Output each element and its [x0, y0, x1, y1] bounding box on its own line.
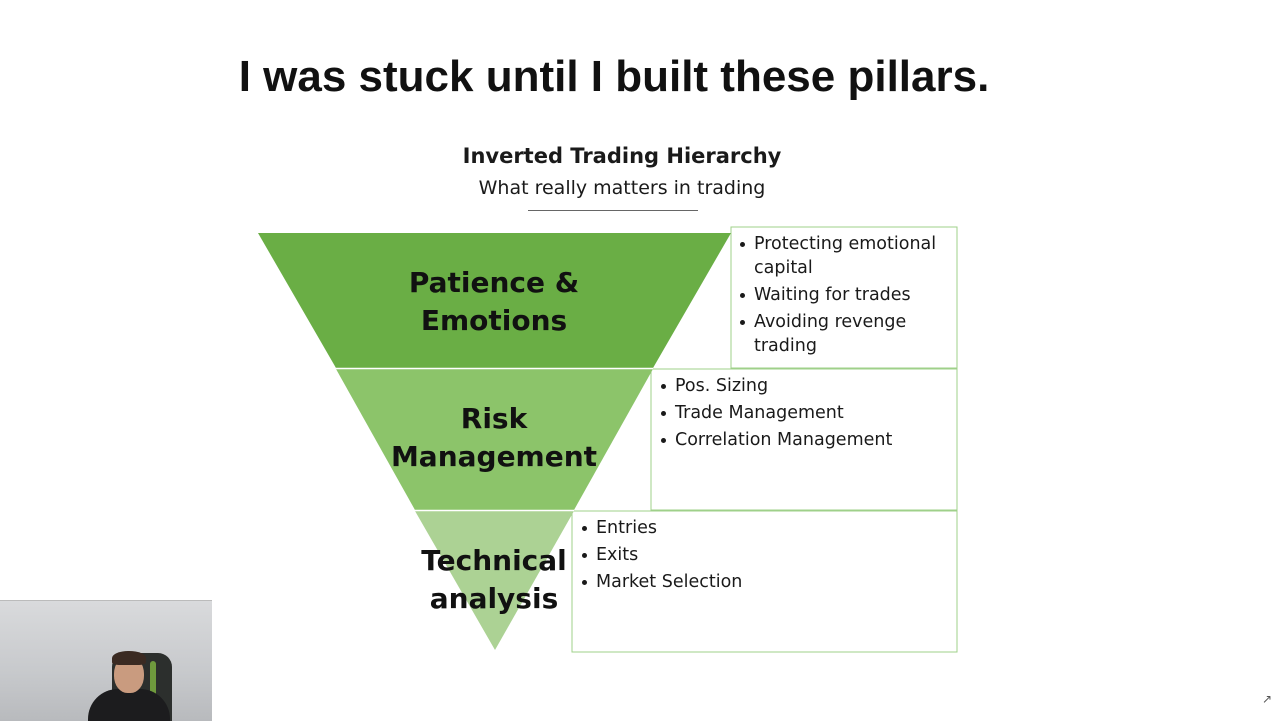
- tier-3-description-box: [571, 510, 958, 653]
- list-item: Exits: [580, 543, 940, 567]
- slide-title: I was stuck until I built these pillars.: [238, 52, 990, 101]
- tier-3-pyramid-band: [415, 511, 574, 650]
- tier-1-label: Patience & Emotions: [374, 264, 614, 340]
- tier-2-label-line-1: Risk: [460, 402, 528, 435]
- presenter-hair: [112, 651, 146, 665]
- tier-2-description-box: [650, 368, 958, 511]
- presenter-body: [88, 689, 170, 721]
- tier-2-label-line-2: Management: [390, 440, 598, 473]
- tier-1-description-box: [730, 226, 958, 369]
- list-item: Market Selection: [580, 570, 940, 594]
- tier-1-pyramid-band: [258, 233, 731, 368]
- list-item: Avoiding revenge trading: [738, 310, 924, 358]
- tier-3-label-line-1: Technical: [421, 544, 567, 577]
- tier-3-bullet-list: Entries Exits Market Selection: [580, 516, 940, 597]
- tier-3-label: Technical analysis: [374, 542, 614, 618]
- diagram-subtitle: What really matters in trading: [478, 177, 766, 199]
- tier-1-label-line-2: Emotions: [420, 304, 568, 337]
- tier-2-label: Risk Management: [374, 400, 614, 476]
- list-item: Pos. Sizing: [659, 374, 949, 398]
- list-item: Entries: [580, 516, 940, 540]
- list-item: Waiting for trades: [738, 283, 950, 307]
- subtitle-underline: [528, 210, 698, 211]
- tier-1-label-line-1: Patience &: [408, 266, 580, 299]
- list-item: Protecting emotional capital: [738, 232, 950, 280]
- list-item: Correlation Management: [659, 428, 949, 452]
- tier-2-pyramid-band: [336, 369, 653, 510]
- chair-accent-stripe: [150, 661, 156, 701]
- fullscreen-icon[interactable]: ↗: [1261, 692, 1273, 706]
- tier-1-bullet-list: Protecting emotional capital Waiting for…: [738, 232, 950, 361]
- tier-3-label-line-2: analysis: [429, 582, 559, 615]
- tier-2-bullet-list: Pos. Sizing Trade Management Correlation…: [659, 374, 949, 455]
- webcam-video-overlay: [0, 600, 212, 721]
- list-item: Trade Management: [659, 401, 949, 425]
- diagram-title: Inverted Trading Hierarchy: [462, 144, 782, 168]
